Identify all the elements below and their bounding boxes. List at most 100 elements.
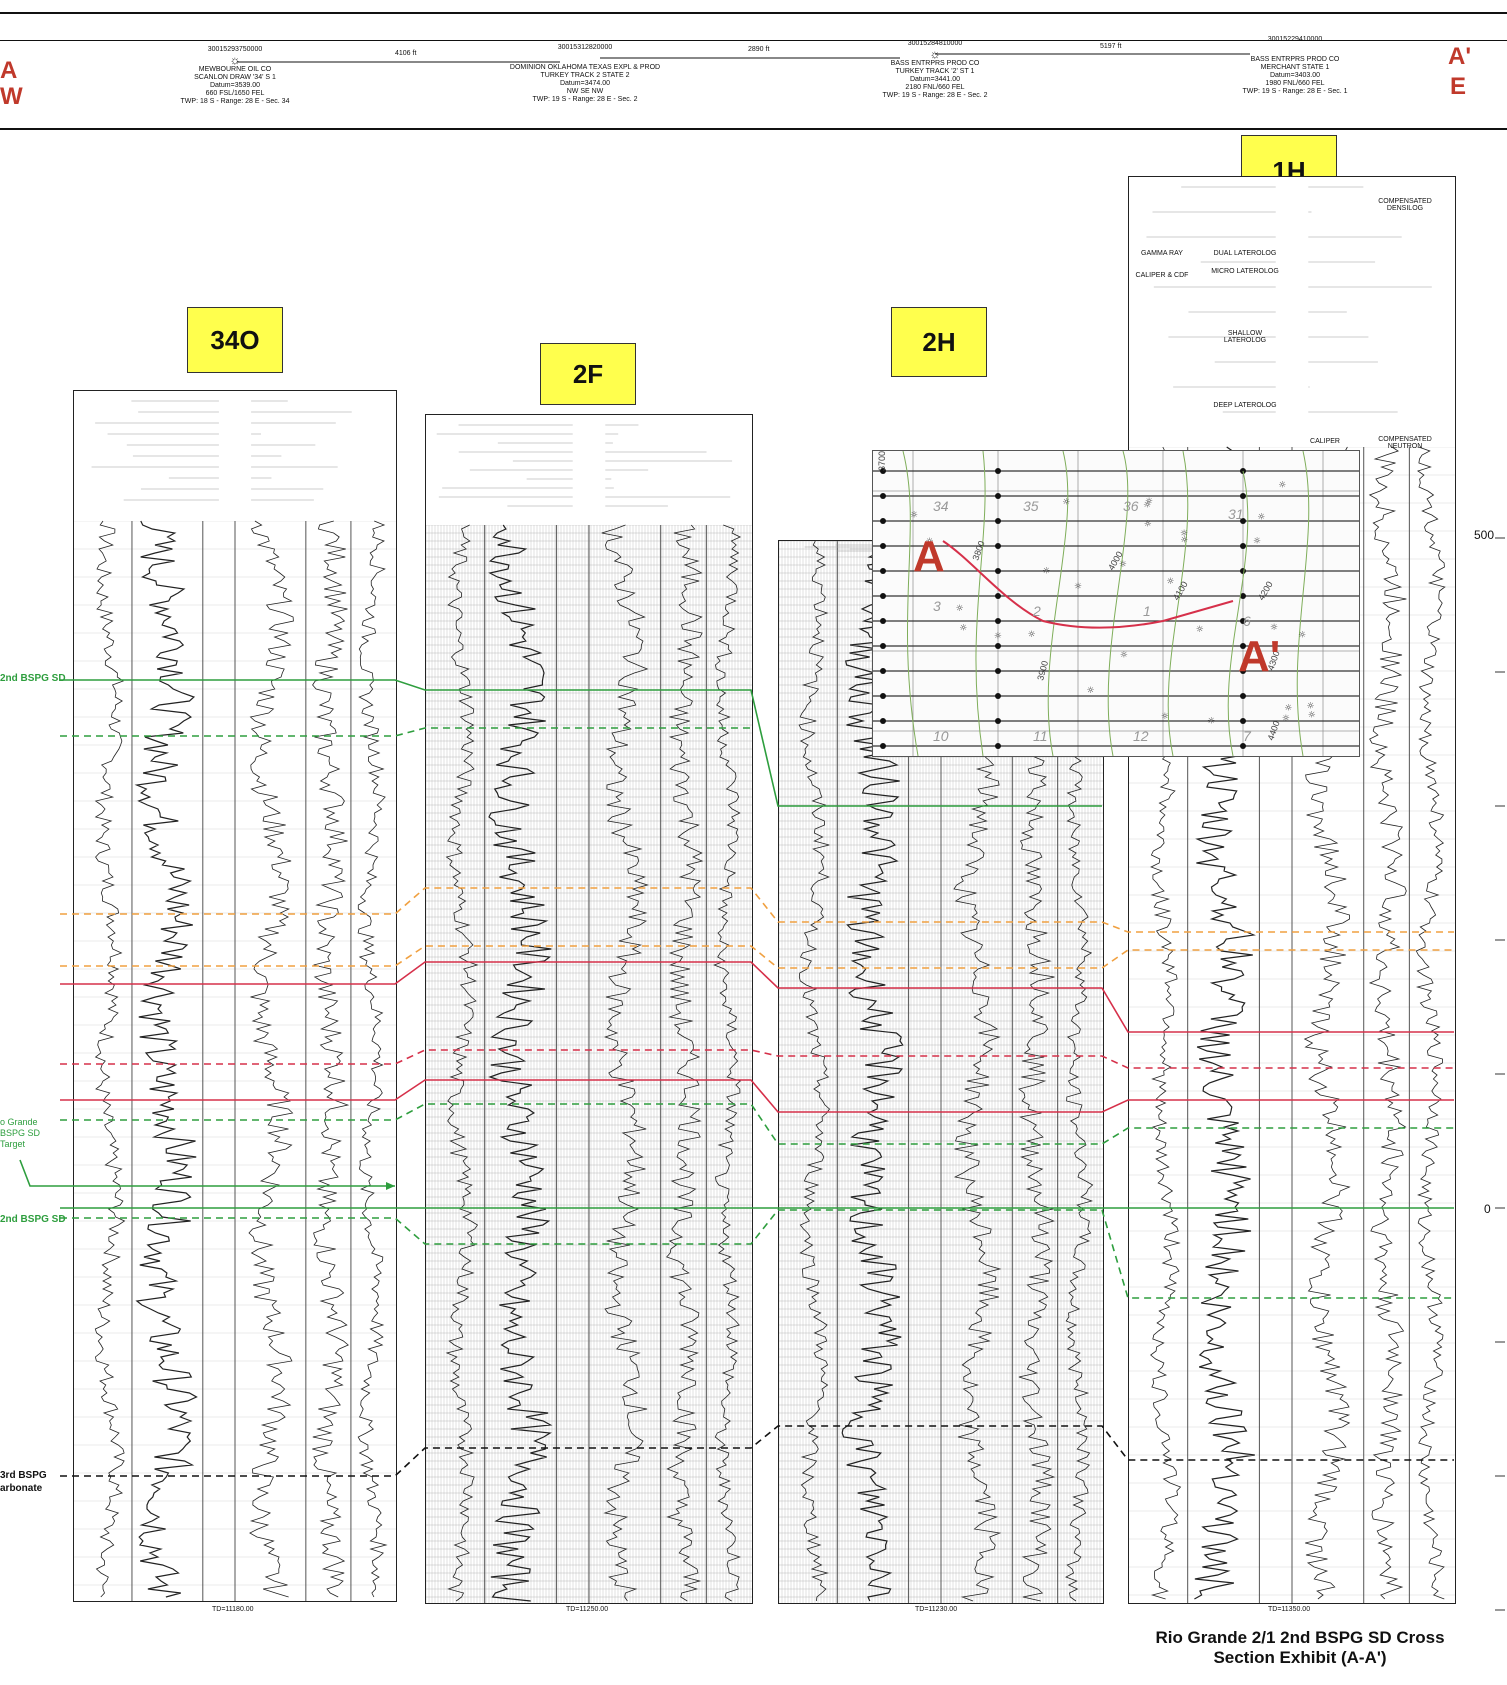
map-start-label: A xyxy=(913,532,945,581)
svg-text:☼: ☼ xyxy=(1062,497,1070,507)
svg-text:☼: ☼ xyxy=(910,511,918,521)
svg-text:☼: ☼ xyxy=(1253,536,1261,546)
well-datum: Datum=3474.00 xyxy=(559,80,610,87)
svg-text:☼: ☼ xyxy=(1196,625,1204,635)
svg-text:☼: ☼ xyxy=(1120,650,1128,660)
log-header-caliper: CALIPER xyxy=(1310,438,1340,445)
well-api: 30015312820000 xyxy=(557,44,613,51)
well-lease: TURKEY TRACK '2' ST 1 xyxy=(895,68,975,75)
well-footage: 660 FSL/1650 FEL xyxy=(205,90,265,97)
well-label-34o: 34O xyxy=(187,307,283,373)
map-contour-3700: 3700 xyxy=(877,451,887,471)
log-panel-2f xyxy=(425,414,753,1604)
td-label-2h: TD=11230.00 xyxy=(915,1606,958,1613)
well-api: 30015229410000 xyxy=(1267,36,1323,43)
well-header-2: 30015312820000 ☼ DOMINION OKLAHOMA TEXAS… xyxy=(495,44,675,104)
log-panel-1h xyxy=(1128,176,1456,1604)
svg-text:☼: ☼ xyxy=(994,632,1002,642)
log-panel-34o xyxy=(73,390,397,1602)
td-label-1h: TD=11350.00 xyxy=(1268,1606,1311,1613)
map-section-3: 3 xyxy=(933,598,941,614)
svg-text:☼: ☼ xyxy=(1042,566,1050,576)
td-label-2f: TD=11250.00 xyxy=(566,1606,609,1613)
target-label-line2: BSPG SD xyxy=(0,1128,41,1138)
map-section-34: 34 xyxy=(933,498,949,514)
log-header-deep-laterolog: DEEP LATEROLOG xyxy=(1213,402,1277,409)
well-location: TWP: 19 S - Range: 28 E - Sec. 2 xyxy=(882,92,988,99)
svg-text:☼: ☼ xyxy=(1143,500,1151,510)
well-label-2f: 2F xyxy=(540,343,636,405)
well-api: 30015293750000 xyxy=(207,46,263,53)
scale-label-0: 0 xyxy=(1484,1202,1491,1216)
well-header-4: 30015229410000 ☼ BASS ENTRPRS PROD CO ME… xyxy=(1210,36,1380,96)
log-header-micro-laterolog: MICRO LATEROLOG xyxy=(1211,268,1279,275)
svg-text:☼: ☼ xyxy=(1257,512,1265,522)
spacing-label-2: 2890 ft xyxy=(748,46,770,53)
well-datum: Datum=3539.00 xyxy=(209,82,260,89)
well-footage: NW SE NW xyxy=(566,88,604,95)
map-section-2: 2 xyxy=(1032,603,1041,619)
svg-text:☼: ☼ xyxy=(1086,686,1094,696)
header-mid-rule xyxy=(0,40,1507,41)
well-label-2h: 2H xyxy=(891,307,987,377)
target-label-line1: o Grande xyxy=(0,1117,38,1127)
svg-text:☼: ☼ xyxy=(1308,710,1316,720)
well-location: TWP: 18 S - Range: 28 E - Sec. 34 xyxy=(180,98,290,105)
svg-text:☼: ☼ xyxy=(1144,520,1152,530)
formation-label-base-2nd-bspg: 2nd BSPG SD xyxy=(0,1214,66,1225)
well-lease: TURKEY TRACK 2 STATE 2 xyxy=(540,72,630,79)
svg-text:☼: ☼ xyxy=(1180,536,1188,546)
svg-text:☼: ☼ xyxy=(959,624,967,634)
right-end-direction: E xyxy=(1450,73,1467,100)
well-api: 30015284810000 xyxy=(907,40,963,47)
svg-text:☼: ☼ xyxy=(1028,630,1036,640)
log-header-compensated-densilog: COMPENSATED DENSILOG xyxy=(1378,198,1432,212)
map-section-12: 12 xyxy=(1133,728,1149,744)
svg-text:☼: ☼ xyxy=(1278,481,1286,491)
well-spacing-arrows xyxy=(237,53,1250,63)
vertical-scale-ticks xyxy=(1495,537,1505,1611)
svg-text:☼: ☼ xyxy=(1270,623,1278,633)
map-section-35: 35 xyxy=(1023,498,1039,514)
well-operator: BASS ENTRPRS PROD CO xyxy=(1250,56,1340,63)
well-datum: Datum=3441.00 xyxy=(909,76,960,83)
svg-text:☼: ☼ xyxy=(1207,717,1215,727)
header-bottom-rule xyxy=(0,128,1507,130)
well-operator: MEWBOURNE OIL CO xyxy=(198,66,272,73)
svg-text:☼: ☼ xyxy=(1074,582,1082,592)
formation-label-3rd-bspg-line1: 3rd BSPG xyxy=(0,1470,47,1481)
left-end-letter: A xyxy=(0,57,18,84)
well-footage: 1980 FNL/660 FEL xyxy=(1265,80,1325,87)
map-section-7: 7 xyxy=(1243,728,1252,744)
map-section-36: 36 xyxy=(1123,498,1139,514)
spacing-label-3: 5197 ft xyxy=(1100,43,1122,50)
target-label-line3: Target xyxy=(0,1139,26,1149)
header-top-rule xyxy=(0,12,1507,14)
well-lease: MERCHANT STATE 1 xyxy=(1260,64,1330,71)
log-header-caliper-cdf: CALIPER & CDF xyxy=(1135,272,1189,279)
well-lease: SCANLON DRAW '34' S 1 xyxy=(194,74,276,81)
spacing-label-1: 4106 ft xyxy=(395,50,417,57)
map-section-11: 11 xyxy=(1033,728,1048,744)
right-end-letter: A' xyxy=(1448,43,1472,70)
well-operator: BASS ENTRPRS PROD CO xyxy=(890,60,980,67)
well-location: TWP: 19 S - Range: 28 E - Sec. 2 xyxy=(532,96,638,103)
svg-text:☼: ☼ xyxy=(1298,630,1306,640)
left-end-direction: W xyxy=(0,83,23,110)
svg-text:☼: ☼ xyxy=(1161,712,1169,722)
exhibit-title-line2: Section Exhibit (A-A') xyxy=(1213,1648,1387,1667)
map-section-1: 1 xyxy=(1143,603,1151,619)
well-location: TWP: 19 S - Range: 28 E - Sec. 1 xyxy=(1242,88,1348,95)
formation-label-top-2nd-bspg: 2nd BSPG SD xyxy=(0,673,66,684)
svg-text:☼: ☼ xyxy=(1284,703,1292,713)
svg-text:☼: ☼ xyxy=(956,604,964,614)
svg-text:☼: ☼ xyxy=(1145,497,1153,507)
well-operator: DOMINION OKLAHOMA TEXAS EXPL & PROD xyxy=(509,64,661,71)
well-symbol-icon: ☼ xyxy=(229,53,241,67)
well-footage: 2180 FNL/660 FEL xyxy=(905,84,965,91)
map-section-6: 6 xyxy=(1243,613,1251,629)
log-header-compensated-neutron: COMPENSATED NEUTRON xyxy=(1378,436,1432,450)
svg-text:☼: ☼ xyxy=(1180,529,1188,539)
